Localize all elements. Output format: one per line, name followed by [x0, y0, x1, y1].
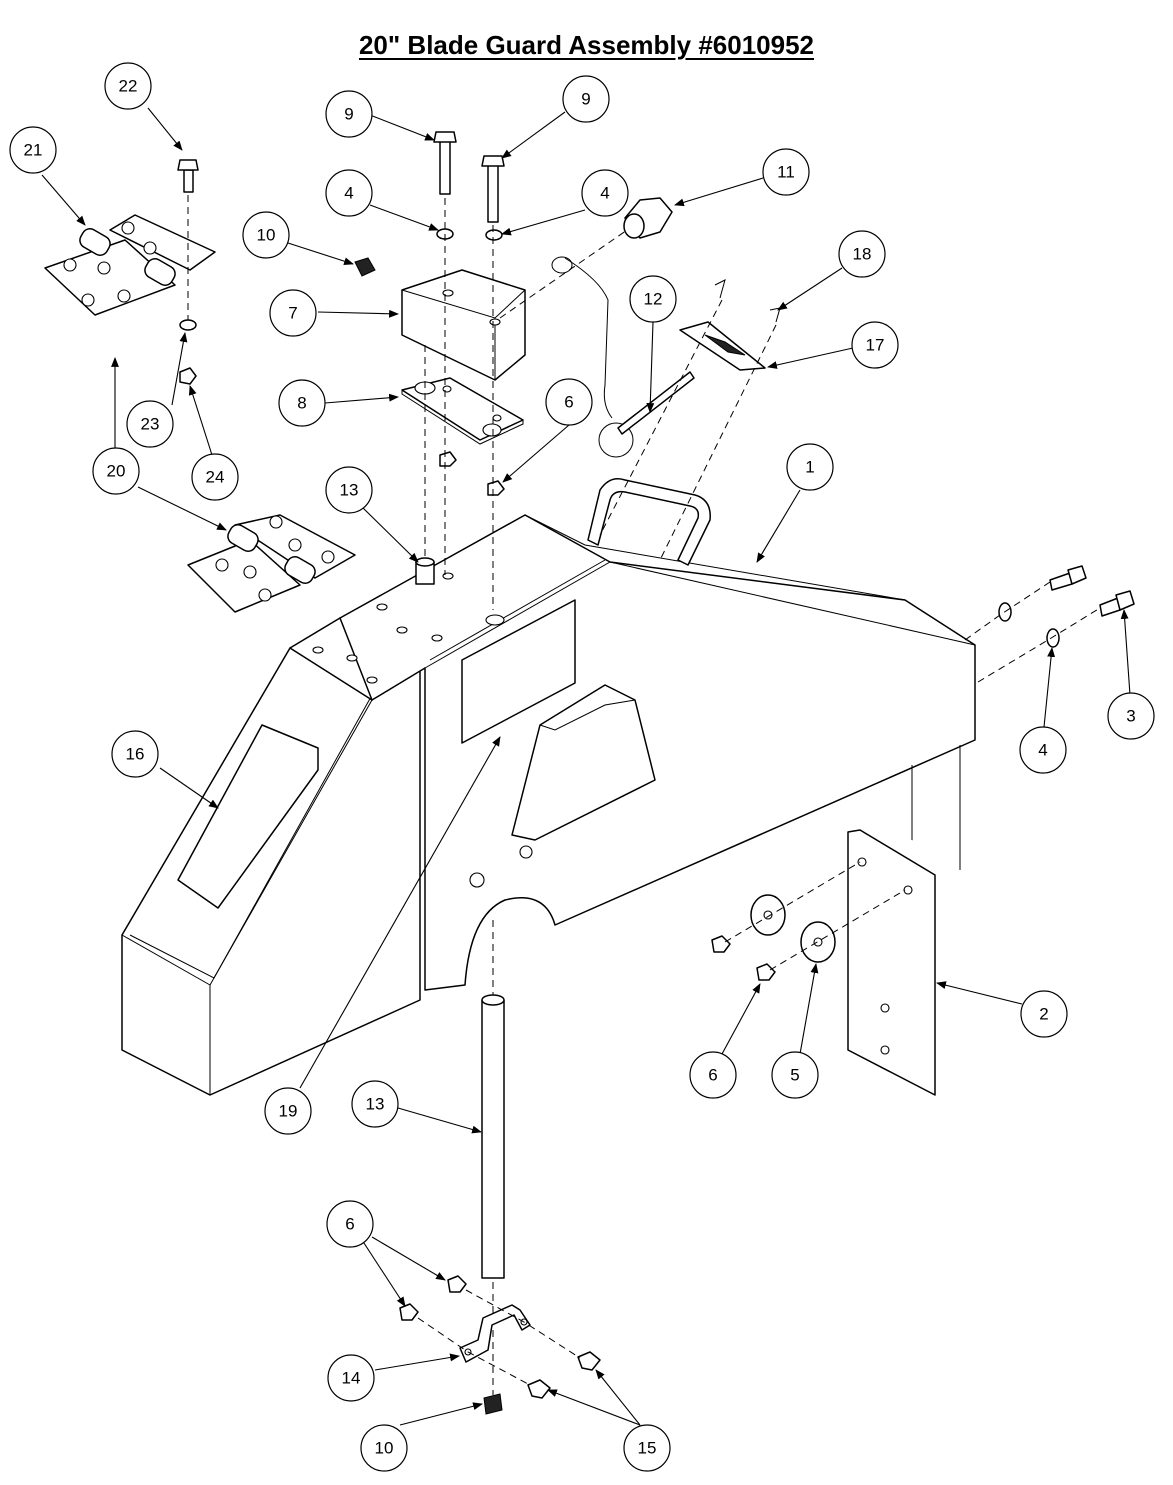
bolt-long-left — [433, 131, 457, 195]
callout-17: 17 — [851, 321, 899, 369]
bracket-screw-lower — [527, 1379, 551, 1399]
svg-text:4: 4 — [1038, 741, 1047, 760]
svg-text:11: 11 — [777, 163, 795, 182]
callout-10-bottom: 10 — [360, 1424, 408, 1472]
svg-text:9: 9 — [344, 105, 353, 124]
hinge-upper — [44, 214, 216, 316]
svg-text:10: 10 — [257, 226, 276, 245]
pivot-bracket — [459, 1304, 531, 1363]
callout-6-plate: 6 — [545, 378, 593, 426]
svg-text:6: 6 — [345, 1215, 354, 1234]
svg-text:10: 10 — [375, 1439, 394, 1458]
callout-20: 20 — [92, 447, 140, 495]
rear-washer-lower — [1046, 628, 1060, 648]
svg-text:14: 14 — [342, 1369, 361, 1388]
svg-text:21: 21 — [24, 141, 43, 160]
callout-18: 18 — [838, 230, 886, 278]
pivot-block — [401, 269, 526, 381]
svg-text:17: 17 — [866, 336, 885, 355]
callout-2: 2 — [1020, 990, 1068, 1038]
hinge-washer — [179, 319, 197, 331]
bracket-screw-upper — [577, 1351, 601, 1371]
callout-14: 14 — [327, 1354, 375, 1402]
callout-8: 8 — [278, 379, 326, 427]
mount-nut-lower — [756, 963, 776, 981]
callout-3: 3 — [1107, 692, 1155, 740]
svg-text:22: 22 — [119, 77, 138, 96]
svg-text:12: 12 — [644, 290, 663, 309]
svg-text:3: 3 — [1126, 707, 1135, 726]
pivot-plate — [401, 377, 524, 445]
rear-bolt-lower — [1099, 590, 1135, 617]
mount-nut-upper — [711, 935, 731, 953]
callout-16: 16 — [111, 730, 159, 778]
svg-text:16: 16 — [126, 745, 145, 764]
svg-text:13: 13 — [366, 1095, 385, 1114]
svg-text:1: 1 — [805, 458, 814, 477]
callout-24: 24 — [191, 453, 239, 501]
callout-6-bracket: 6 — [326, 1200, 374, 1248]
callout-13-top: 13 — [325, 466, 373, 514]
washer-top-right — [485, 229, 503, 241]
svg-text:5: 5 — [790, 1066, 799, 1085]
lanyard-pin — [551, 256, 695, 458]
callout-11: 11 — [762, 148, 810, 196]
rivet-left — [714, 279, 726, 299]
knob-top — [354, 257, 376, 277]
nut-under-plate-left — [439, 451, 457, 467]
callout-4-right: 4 — [581, 169, 629, 217]
callout-7: 7 — [269, 289, 317, 337]
svg-text:4: 4 — [600, 184, 609, 203]
callout-4-left: 4 — [325, 169, 373, 217]
knob-bottom — [483, 1393, 503, 1415]
bracket-nut-left — [399, 1303, 419, 1321]
callout-22: 22 — [104, 62, 152, 110]
hinge-lower — [187, 514, 356, 613]
svg-text:19: 19 — [279, 1102, 298, 1121]
svg-text:7: 7 — [288, 304, 297, 323]
bolt-long-right — [481, 155, 505, 223]
callout-10-top: 10 — [242, 211, 290, 259]
callout-1: 1 — [786, 443, 834, 491]
callout-15: 15 — [623, 1424, 671, 1472]
svg-text:15: 15 — [638, 1439, 657, 1458]
blade-guard-body — [121, 478, 976, 1096]
fitting — [623, 197, 673, 239]
diagram-title-text: 20" Blade Guard Assembly #6010952 — [358, 30, 815, 60]
hinge-bolt — [177, 159, 199, 193]
callout-9-right: 9 — [562, 75, 610, 123]
rear-bolt-upper — [1049, 565, 1087, 591]
callout-9-left: 9 — [325, 90, 373, 138]
callout-4-rear: 4 — [1019, 726, 1067, 774]
name-plate — [679, 321, 766, 371]
callout-6-mount: 6 — [689, 1051, 737, 1099]
bracket-nut-right — [447, 1275, 467, 1293]
callout-12: 12 — [629, 275, 677, 323]
callout-5: 5 — [771, 1051, 819, 1099]
svg-text:23: 23 — [141, 415, 160, 434]
diagram-title: 20" Blade Guard Assembly #6010952 — [0, 30, 1173, 61]
callout-23: 23 — [126, 400, 174, 448]
callout-21: 21 — [9, 126, 57, 174]
callout-13-bottom: 13 — [351, 1080, 399, 1128]
hinge-nut — [179, 367, 197, 385]
svg-text:18: 18 — [853, 245, 872, 264]
svg-text:13: 13 — [340, 481, 359, 500]
svg-text:2: 2 — [1039, 1005, 1048, 1024]
mount-plate — [847, 829, 936, 1096]
pivot-shaft — [481, 994, 505, 1279]
svg-text:20: 20 — [107, 462, 126, 481]
svg-text:8: 8 — [297, 394, 306, 413]
nut-under-plate-right — [487, 480, 505, 496]
svg-text:6: 6 — [708, 1066, 717, 1085]
leader-lines — [41, 107, 1131, 1426]
callout-19: 19 — [264, 1087, 312, 1135]
svg-text:4: 4 — [344, 184, 353, 203]
svg-text:9: 9 — [581, 90, 590, 109]
svg-text:24: 24 — [206, 468, 225, 487]
svg-text:6: 6 — [564, 393, 573, 412]
